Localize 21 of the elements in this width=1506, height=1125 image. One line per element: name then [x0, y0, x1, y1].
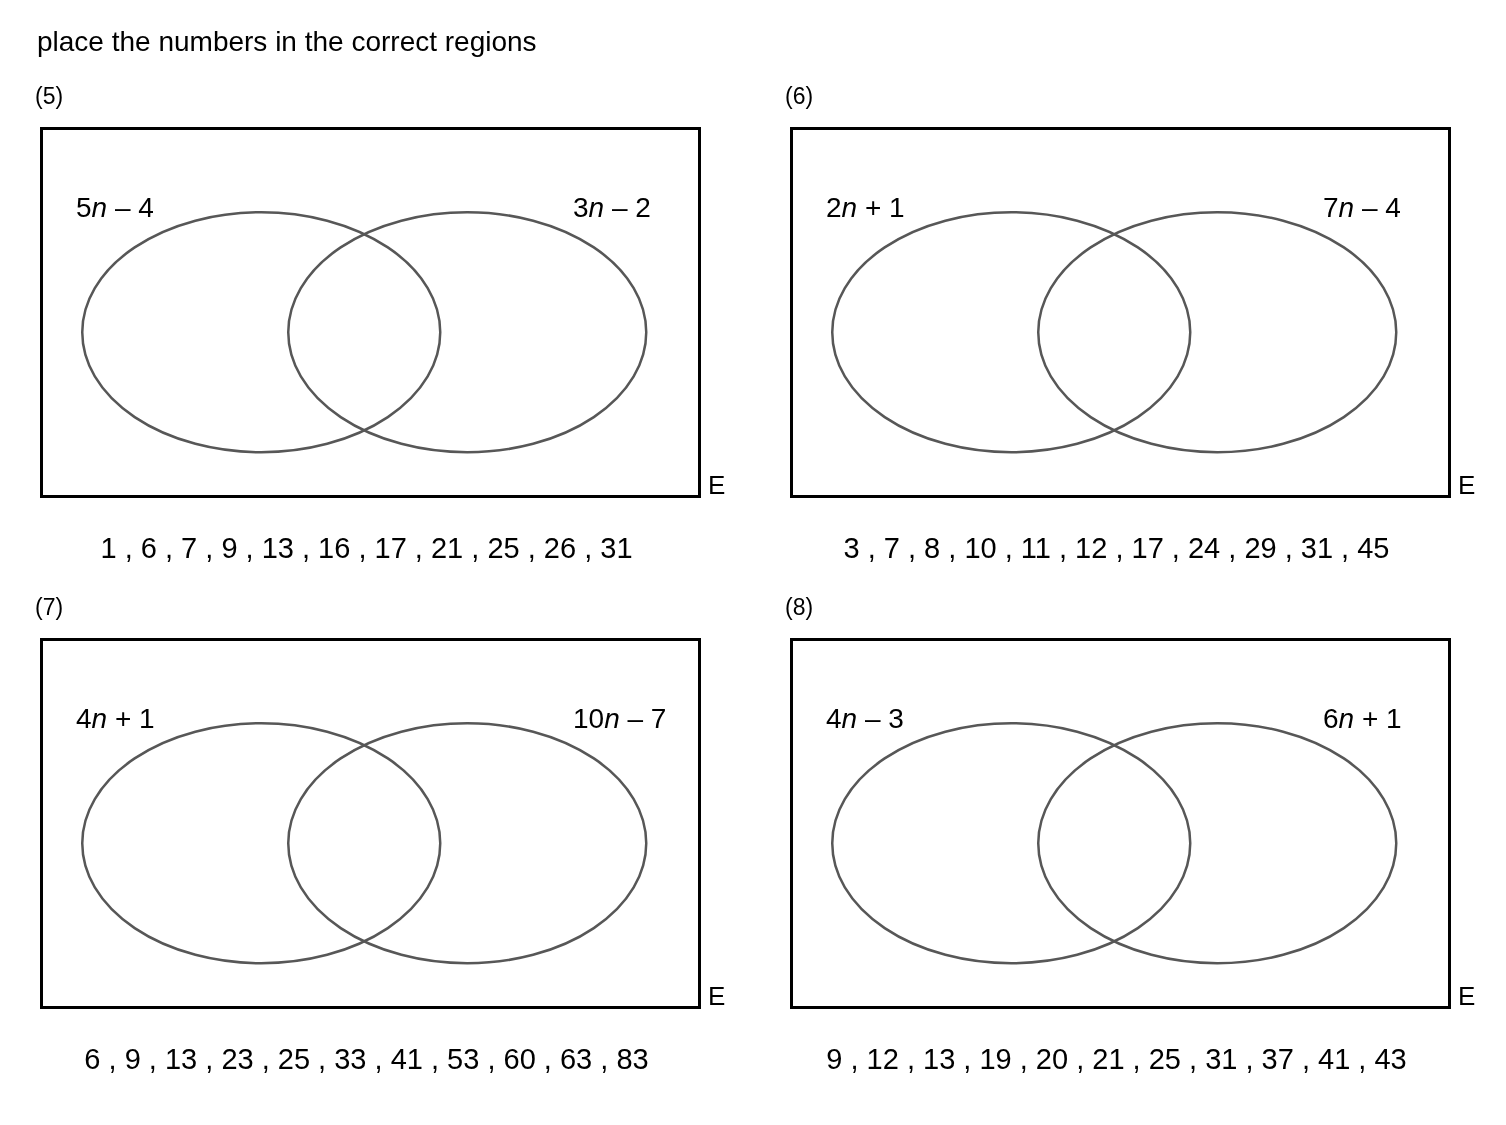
question-number: (7) — [35, 596, 64, 619]
number-list: 6 , 9 , 13 , 23 , 25 , 33 , 41 , 53 , 60 , 63 , 83 — [84, 1045, 649, 1074]
question-number: (8) — [785, 596, 814, 619]
set-label: 4n + 1 — [76, 705, 155, 733]
set-label: 5n – 4 — [76, 194, 154, 222]
universal-set-label: E — [708, 983, 726, 1009]
instruction-text: place the numbers in the correct regions — [37, 28, 537, 56]
set-label: 3n – 2 — [573, 194, 651, 222]
question-number: (5) — [35, 85, 64, 108]
set-label: 7n – 4 — [1323, 194, 1401, 222]
universal-set-label: E — [1458, 983, 1476, 1009]
set-label: 4n – 3 — [826, 705, 904, 733]
number-list: 3 , 7 , 8 , 10 , 11 , 12 , 17 , 24 , 29 , 31 , 45 — [843, 534, 1390, 563]
universal-set-label: E — [708, 472, 726, 498]
number-list: 9 , 12 , 13 , 19 , 20 , 21 , 25 , 31 , 37 , 41 , 43 — [826, 1045, 1407, 1074]
number-list: 1 , 6 , 7 , 9 , 13 , 16 , 17 , 21 , 25 , 26 , 31 — [100, 534, 633, 563]
set-label: 10n – 7 — [573, 705, 667, 733]
set-label: 2n + 1 — [826, 194, 905, 222]
question-number: (6) — [785, 85, 814, 108]
universal-set-label: E — [1458, 472, 1476, 498]
set-label: 6n + 1 — [1323, 705, 1402, 733]
